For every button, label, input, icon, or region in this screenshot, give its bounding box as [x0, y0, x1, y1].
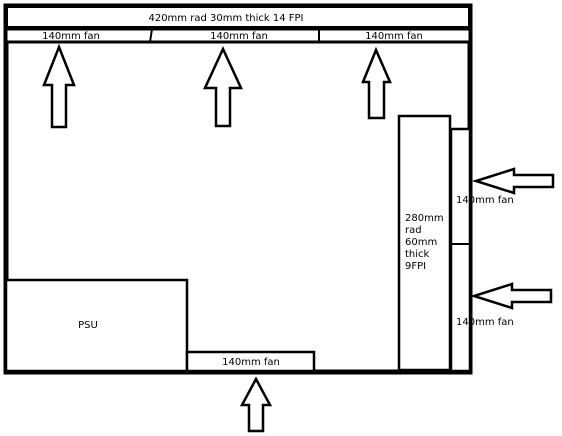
top-fan-row: [4, 27, 472, 44]
front-radiator-label-line-4: thick: [405, 249, 430, 260]
front-fan-1-label: 140mm fan: [456, 195, 514, 206]
front-radiator-label: 280mm rad 60mm thick 9FPI: [405, 213, 447, 272]
front-radiator-label-line-2: rad: [405, 225, 422, 236]
airflow-up-arrow-1: [42, 43, 76, 129]
psu-box: [4, 278, 189, 373]
airflow-left-arrow-1: [471, 167, 555, 195]
psu-label: PSU: [78, 320, 98, 331]
top-fan-divider-1: [149, 28, 153, 43]
airflow-left-arrow-2: [469, 282, 553, 310]
airflow-up-arrow-2: [203, 46, 243, 128]
airflow-up-arrow-3: [361, 46, 392, 120]
top-fan-1-label: 140mm fan: [42, 31, 100, 42]
bottom-fan-label: 140mm fan: [222, 357, 280, 368]
top-fan-3-label: 140mm fan: [365, 31, 423, 42]
front-radiator-label-line-3: 60mm: [405, 237, 437, 248]
top-fan-2-label: 140mm fan: [210, 31, 268, 42]
front-fan-column: [449, 127, 472, 373]
bottom-fan: [185, 350, 316, 373]
airflow-up-arrow-bottom: [239, 376, 273, 433]
front-radiator-label-line-1: 280mm: [405, 213, 444, 224]
front-radiator-label-line-5: 9FPI: [405, 261, 426, 272]
top-radiator-label: 420mm rad 30mm thick 14 FPI: [148, 13, 303, 24]
front-fan-2-label: 140mm fan: [456, 317, 514, 328]
